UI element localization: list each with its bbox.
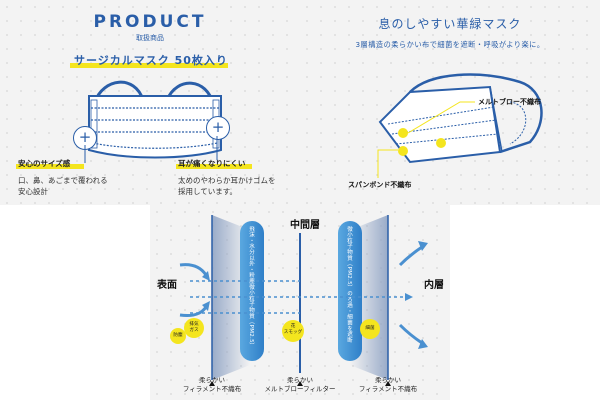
callout-lines	[377, 101, 475, 178]
particle-label: 細菌	[365, 326, 375, 331]
right-layer-caption: 柔らかい フィラメント不織布	[348, 376, 428, 394]
feature-desc-line: 太めのやわらか耳かけゴムを	[178, 176, 276, 185]
caption-line: 柔らかい	[375, 376, 401, 384]
plus-circle-icon: +	[73, 126, 97, 150]
mask-front-illustration	[88, 80, 222, 159]
feature-desc-line: 安心設計	[18, 187, 48, 196]
particle-label: 防塵	[173, 333, 183, 338]
filter-text-right: 微小粒子物質（PM2.5）のろ過・細菌を遮断	[346, 226, 352, 343]
inner-layer-label: 内層	[424, 280, 444, 291]
feature-label: 安心のサイズ感	[18, 159, 71, 168]
caption-line: フィラメント不織布	[358, 385, 418, 393]
product-subtitle: 取扱商品	[136, 34, 164, 42]
feature-label: 耳が痛くなりにくい	[178, 159, 246, 168]
particle-label: スモッグ	[283, 330, 303, 335]
connector-line	[84, 145, 86, 163]
layer-marker-icon	[398, 146, 408, 156]
product-title: PRODUCT	[93, 12, 207, 32]
connector-line	[216, 136, 218, 160]
particle-dot	[170, 328, 186, 344]
middle-layer-label: 中間層	[290, 220, 320, 231]
three-layer-diagram	[179, 215, 428, 386]
caption-line: メルトブローフィルター	[264, 385, 336, 393]
product-name: サージカルマスク 50枚入り	[74, 54, 228, 67]
particle-dot	[360, 319, 380, 339]
particle-dot	[282, 320, 304, 342]
breathable-subtitle: 3層構造の柔らかい布で細菌を遮断・呼吸がより楽に。	[355, 40, 545, 49]
particle-label: 排気	[189, 322, 199, 327]
middle-layer-caption: 柔らかい メルトブローフィルター	[250, 376, 350, 394]
feature-desc-line: 口、鼻、あごまで覆われる	[18, 176, 108, 185]
outer-layer-label: 表面	[157, 280, 177, 291]
particle-dot	[184, 318, 204, 338]
feature-highlight	[176, 164, 252, 169]
filter-text-left: 飛沫・水分以外・粉塵微小粒子物質（PM2.5）	[248, 226, 254, 349]
spunbond-label: スパンボンド不織布	[348, 181, 412, 189]
product-name-highlight	[70, 63, 228, 68]
caption-line: 柔らかい	[287, 376, 313, 384]
layer-marker-icon	[398, 128, 408, 138]
layer-marker-icon	[436, 138, 446, 148]
caption-line: 柔らかい	[199, 376, 225, 384]
particle-label: ガス	[189, 328, 199, 333]
melt-blown-label: メルトブロー不織布	[478, 98, 541, 106]
mask-side-illustration	[378, 73, 543, 164]
feature-desc-line: 採用しています。	[178, 187, 238, 196]
plus-circle-icon: +	[206, 116, 230, 140]
feature-highlight	[16, 164, 84, 169]
breathable-title: 息のしやすい華緑マスク	[378, 17, 522, 31]
left-layer-caption: 柔らかい フィラメント不織布	[172, 376, 252, 394]
caption-line: フィラメント不織布	[182, 385, 242, 393]
particle-label: 花	[290, 324, 296, 329]
